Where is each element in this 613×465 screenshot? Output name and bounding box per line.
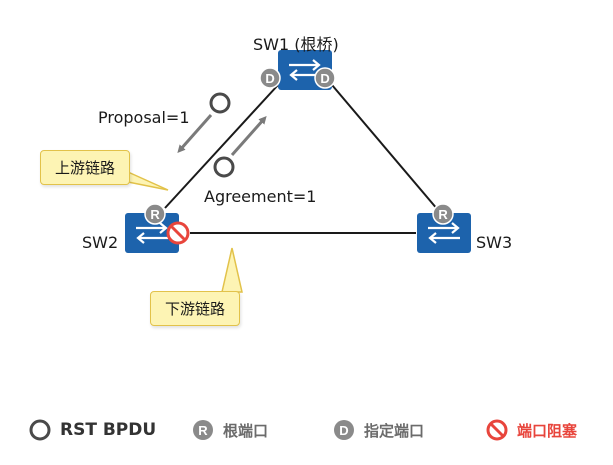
upstream-link-callout: 上游链路 — [40, 150, 131, 185]
legend-designated-port-label: 指定端口 — [364, 421, 425, 440]
sw1-designated-port-left: D — [259, 67, 281, 89]
upstream-callout-tail — [127, 170, 169, 191]
blocked-port-icon — [486, 419, 508, 441]
sw3-switch-icon — [417, 213, 471, 253]
legend-root-port-label: 根端口 — [223, 421, 269, 440]
downstream-callout-tail — [221, 247, 243, 293]
agreement-label: Agreement=1 — [204, 187, 317, 206]
legend-blocked-port-label: 端口阻塞 — [517, 421, 578, 440]
sw3-root-port: R — [432, 203, 454, 225]
svg-text:D: D — [320, 71, 329, 86]
sw2-switch-icon — [125, 213, 179, 253]
proposal-bpdu-icon — [209, 92, 231, 114]
legend-blocked-port: 端口阻塞 — [485, 418, 577, 442]
legend-bpdu-label: RST BPDU — [60, 420, 157, 440]
agreement-arrow — [230, 116, 267, 156]
svg-text:R: R — [438, 207, 448, 222]
legend-root-port: R 根端口 — [191, 418, 268, 442]
proposal-arrow — [177, 114, 213, 153]
agreement-bpdu-icon — [213, 156, 235, 178]
link-sw1-sw3 — [331, 84, 439, 211]
proposal-label: Proposal=1 — [98, 108, 190, 127]
svg-text:D: D — [265, 71, 274, 86]
sw2-label: SW2 — [82, 233, 119, 252]
svg-text:R: R — [198, 423, 208, 438]
designated-port-badge-icon: D — [334, 420, 354, 440]
root-port-badge-icon: R — [193, 420, 213, 440]
link-sw1-sw2 — [164, 84, 279, 209]
sw1-designated-port-right: D — [314, 67, 336, 89]
svg-text:R: R — [150, 207, 160, 222]
bpdu-icon — [29, 419, 51, 441]
sw2-root-port: R — [144, 203, 166, 225]
legend-bpdu: RST BPDU — [28, 418, 156, 442]
legend-designated-port: D 指定端口 — [332, 418, 424, 442]
svg-text:D: D — [339, 423, 348, 438]
downstream-link-callout: 下游链路 — [150, 291, 241, 326]
sw2-blocked-port-icon — [166, 221, 190, 245]
sw1-label: SW1 (根桥) — [253, 35, 339, 54]
sw3-label: SW3 — [476, 233, 513, 252]
